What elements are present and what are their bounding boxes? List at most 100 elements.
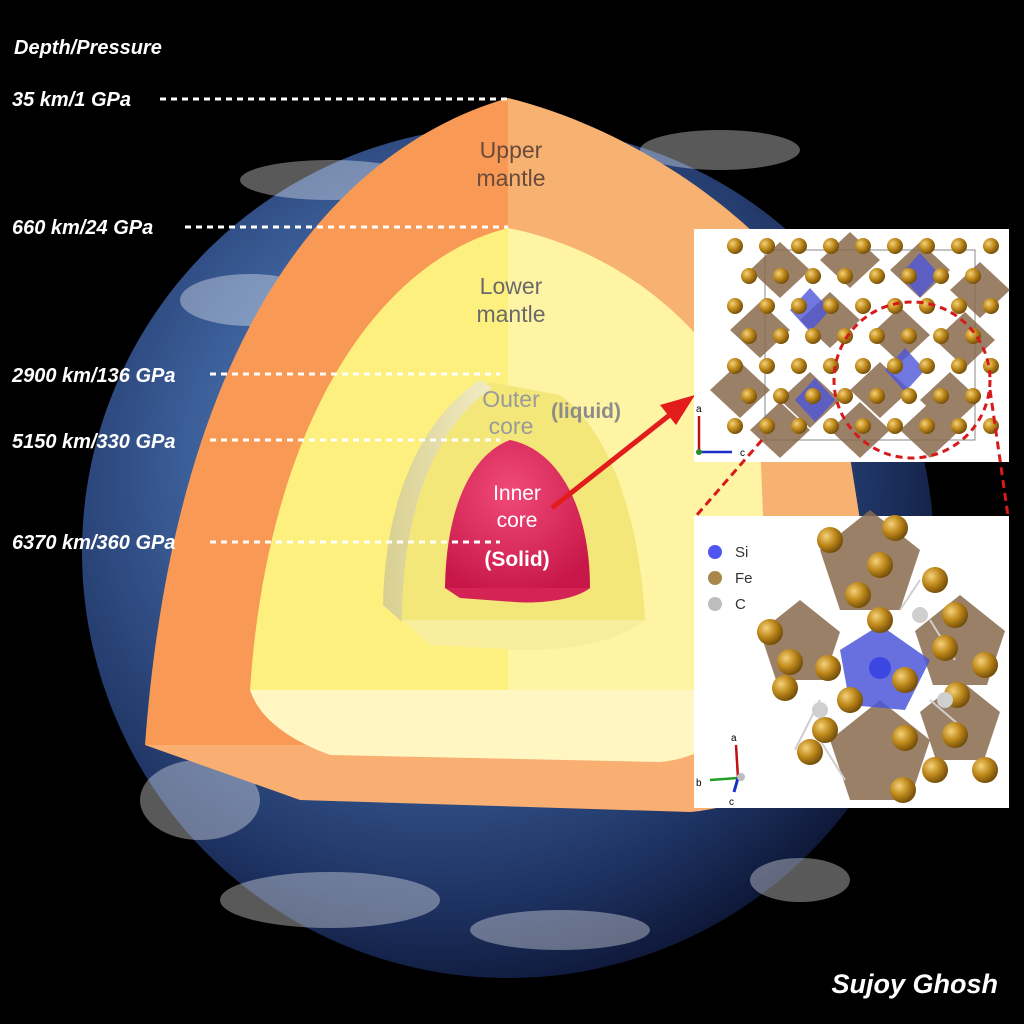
- fe-atom: [890, 777, 916, 803]
- fe-atom: [823, 238, 839, 254]
- fe-atom: [887, 238, 903, 254]
- fe-atom: [983, 298, 999, 314]
- fe-atom: [965, 328, 981, 344]
- fe-atom: [901, 268, 917, 284]
- crystal-panel-bottom: Si Fe C a b c: [694, 510, 1009, 808]
- fe-atom: [791, 238, 807, 254]
- fe-atom: [882, 515, 908, 541]
- element-legend: Si Fe C: [708, 544, 753, 613]
- fe-atom: [727, 358, 743, 374]
- depth-marker-lines: [160, 97, 508, 544]
- legend-c-marker: [708, 597, 722, 611]
- lower-mantle-label-line1: Lower: [480, 273, 543, 299]
- fe-atom: [759, 358, 775, 374]
- c-atom: [812, 702, 828, 718]
- fe-atom: [837, 268, 853, 284]
- fe-atom: [777, 649, 803, 675]
- si-polyhedron: [900, 253, 940, 297]
- fe-atom: [951, 418, 967, 434]
- fe-atom: [823, 298, 839, 314]
- inner-core-dome: [445, 440, 590, 588]
- fe-polyhedron: [935, 312, 995, 368]
- fe-atom: [791, 358, 807, 374]
- legend-fe-marker: [708, 571, 722, 585]
- outer-core-label-line2: core: [489, 413, 534, 439]
- fe-atom: [887, 298, 903, 314]
- fe-atom: [855, 238, 871, 254]
- fe-atom: [965, 268, 981, 284]
- lower-mantle-floor: [250, 690, 770, 762]
- fe-atom: [727, 418, 743, 434]
- fe-atom: [727, 238, 743, 254]
- fe-atom: [951, 298, 967, 314]
- fe-atom: [855, 418, 871, 434]
- outer-core-label-line1: Outer: [482, 386, 540, 412]
- fe-atom: [901, 328, 917, 344]
- fe-atom: [933, 388, 949, 404]
- fe-atom: [837, 328, 853, 344]
- depth-label-5150km: 5150 km/330 GPa: [12, 431, 175, 453]
- inner-core-state-label: (Solid): [484, 548, 549, 571]
- fe-atom: [983, 238, 999, 254]
- author-credit: Sujoy Ghosh: [831, 969, 998, 999]
- fe-atom: [741, 388, 757, 404]
- legend-fe-label: Fe: [735, 570, 753, 587]
- axis-c-label-top: c: [740, 448, 745, 459]
- si-atom: [869, 657, 891, 679]
- fe-atom: [901, 388, 917, 404]
- fe-atom: [805, 268, 821, 284]
- axis-a-label-top: a: [696, 404, 702, 415]
- fe-atom: [759, 298, 775, 314]
- inner-core-label-line2: core: [497, 509, 538, 532]
- fe-atom: [867, 552, 893, 578]
- axis-c-label-bottom: c: [729, 797, 734, 808]
- axis-a-label-bottom: a: [731, 733, 737, 744]
- cloud-texture: [140, 130, 850, 950]
- fe-atom: [942, 602, 968, 628]
- lower-mantle-label-line2: mantle: [476, 301, 545, 327]
- fe-atom: [855, 358, 871, 374]
- fe-atom: [817, 527, 843, 553]
- fe-atom: [773, 388, 789, 404]
- fe-atom: [869, 268, 885, 284]
- outer-core-floor: [402, 620, 645, 650]
- fe-atom: [972, 652, 998, 678]
- legend-c-label: C: [735, 596, 746, 613]
- bond: [819, 739, 846, 781]
- fe-atom: [791, 418, 807, 434]
- depth-label-6370km: 6370 km/360 GPa: [12, 532, 175, 554]
- bond: [899, 579, 921, 611]
- zoom-connectors: [694, 389, 1010, 517]
- fe-atom: [855, 298, 871, 314]
- legend-si-label: Si: [735, 544, 748, 561]
- fe-atom: [922, 757, 948, 783]
- upper-mantle-label-line2: mantle: [476, 165, 545, 191]
- outer-core-state-label: (liquid): [551, 400, 621, 423]
- fe-atom: [869, 328, 885, 344]
- depth-label-2900km: 2900 km/136 GPa: [11, 365, 175, 387]
- fe-atom: [845, 582, 871, 608]
- fe-atom: [741, 268, 757, 284]
- outer-core-edge-slab: [383, 380, 492, 622]
- fe-atom: [951, 238, 967, 254]
- fe-atom: [942, 722, 968, 748]
- upper-mantle-label-line1: Upper: [480, 137, 543, 163]
- depth-label-35km: 35 km/1 GPa: [12, 89, 131, 111]
- fe-polyhedron: [710, 362, 770, 418]
- fe-atom: [797, 739, 823, 765]
- fe-atom: [815, 655, 841, 681]
- axis-b-label-bottom: b: [696, 778, 702, 789]
- c-atom: [937, 692, 953, 708]
- fe-atom: [837, 687, 863, 713]
- fe-atom: [892, 725, 918, 751]
- fe-atom: [805, 328, 821, 344]
- fe-atom: [757, 619, 783, 645]
- fe-atom: [727, 298, 743, 314]
- fe-atom: [922, 567, 948, 593]
- fe-polyhedron: [730, 302, 790, 358]
- fe-atom: [759, 238, 775, 254]
- fe-atom: [759, 418, 775, 434]
- fe-atom: [805, 388, 821, 404]
- fe-polyhedron: [750, 402, 810, 458]
